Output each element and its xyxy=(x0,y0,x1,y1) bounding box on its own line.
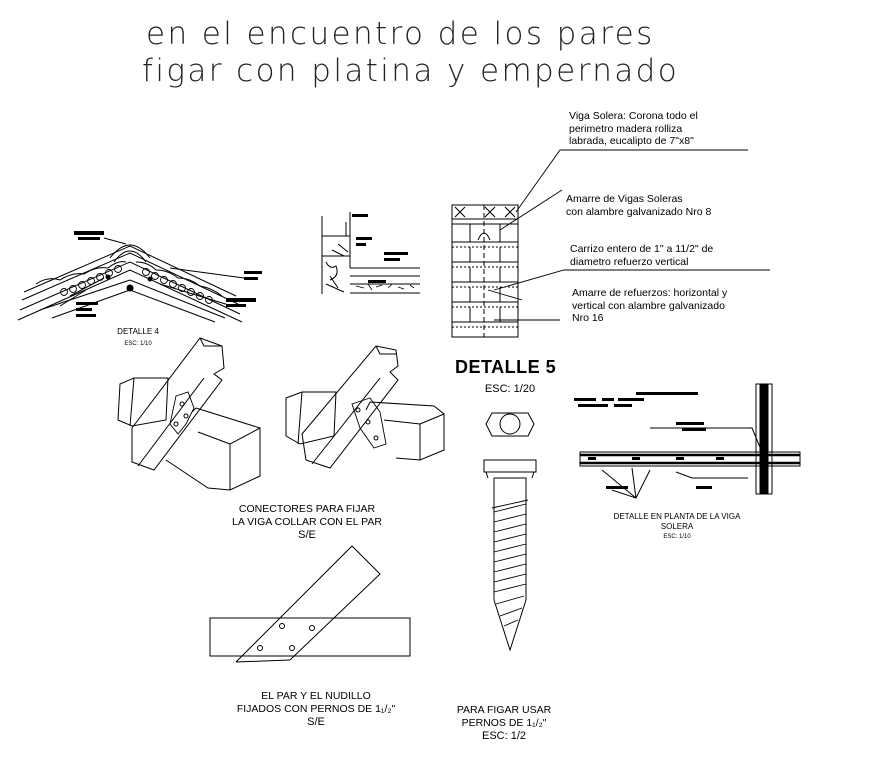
quincha-wall-detail xyxy=(451,204,519,338)
detalle-5-label: DETALLE 5 xyxy=(455,357,557,377)
title-line-1: en el encuentro de los pares xyxy=(146,16,655,52)
detalle-4-label: DETALLE 4 xyxy=(117,327,159,336)
wall-section-detail xyxy=(321,212,420,294)
solera-plan-detail xyxy=(579,383,801,499)
roof-ridge-detail xyxy=(17,237,245,323)
title-line-2: figar con platina y empernado xyxy=(142,53,680,89)
collar-connector-left xyxy=(117,337,261,491)
bolt-drawing xyxy=(483,412,537,652)
collar-connector-right xyxy=(285,345,445,469)
par-nudillo-joint xyxy=(209,545,411,663)
detalle-4-scale: ESC: 1/10 xyxy=(124,341,152,347)
detalle-5-scale: ESC: 1/20 xyxy=(484,383,536,395)
